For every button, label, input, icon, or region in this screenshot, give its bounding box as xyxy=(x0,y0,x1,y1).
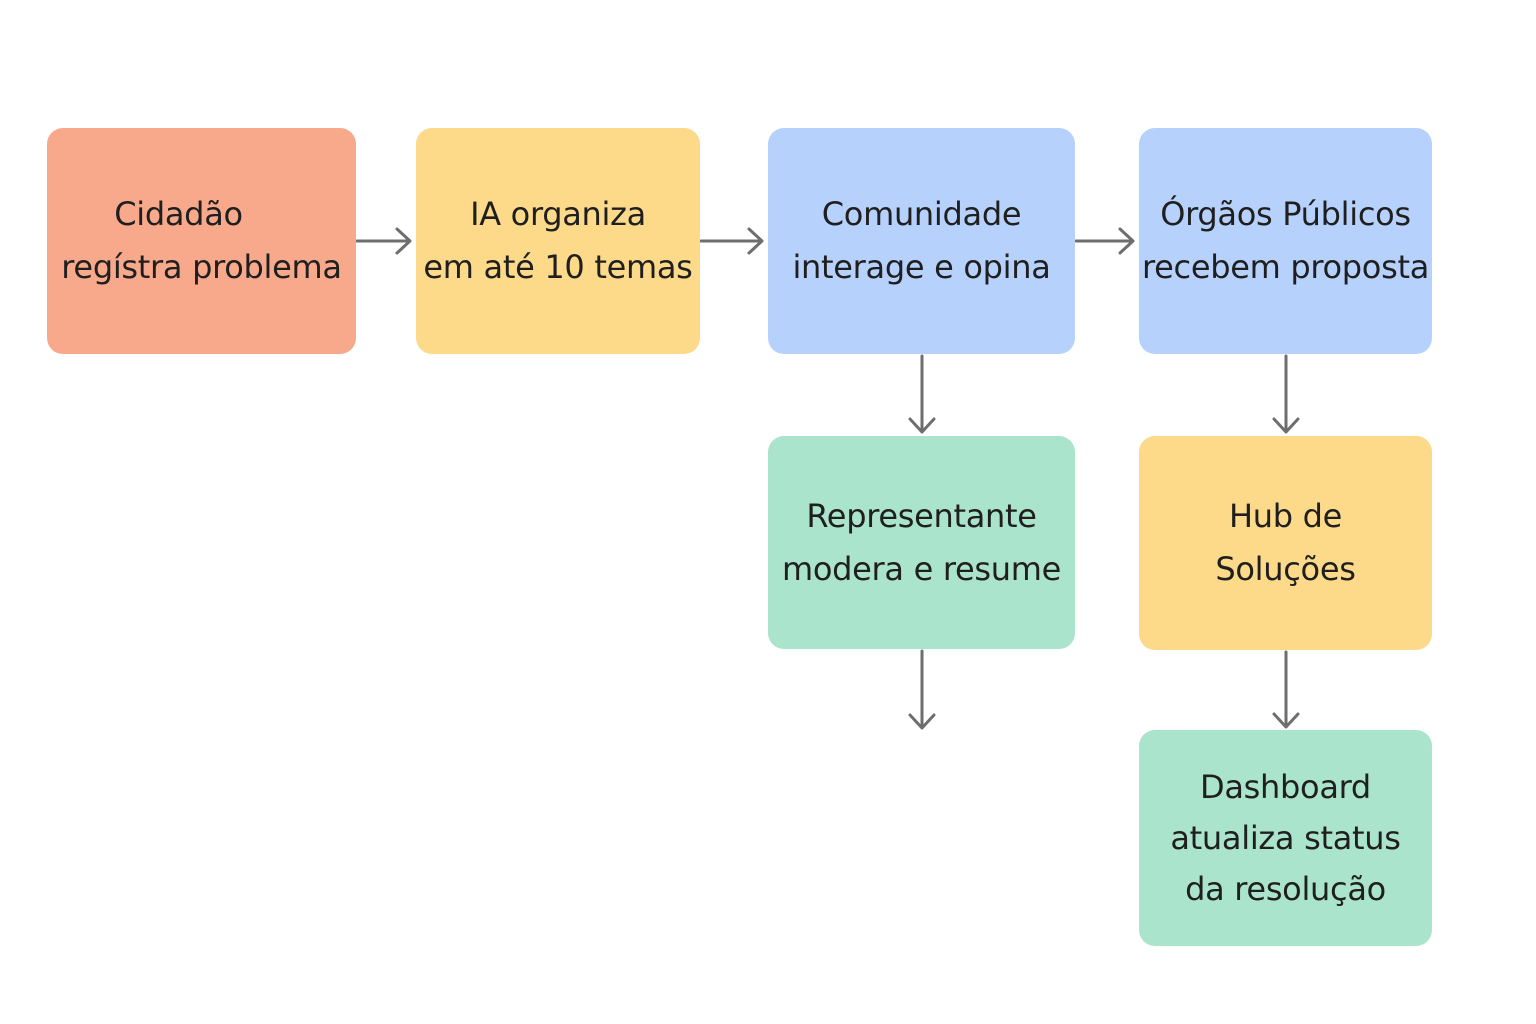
arrow-agencies-to-hub xyxy=(1272,354,1300,434)
node-label-line: Cidadão xyxy=(114,195,243,233)
node-label-line: da resolução xyxy=(1185,869,1386,908)
node-label-line: Hub de xyxy=(1228,497,1343,535)
node-dashboard-updates-status: Dashboard atualiza status da resolução xyxy=(1139,730,1432,946)
node-label-line: Órgãos Públicos xyxy=(1160,195,1411,233)
arrow-community-to-agencies xyxy=(1074,227,1135,255)
node-label-line: modera e resume xyxy=(781,549,1061,588)
node-ai-organizes-themes: IA organiza em até 10 temas xyxy=(416,128,700,354)
node-label-line: Comunidade xyxy=(821,195,1022,233)
node-label-line: Dashboard xyxy=(1200,767,1371,806)
node-community-interacts: Comunidade interage e opina xyxy=(768,128,1075,354)
node-label-line: recebem proposta xyxy=(1141,248,1430,286)
arrow-community-to-rep xyxy=(908,354,936,434)
node-label-line: interage e opina xyxy=(792,248,1051,286)
node-label-line: Representante xyxy=(806,496,1037,535)
arrow-hub-to-dashboard xyxy=(1272,650,1300,729)
node-label-line: regístra problema xyxy=(61,248,342,286)
node-public-agencies-receive: Órgãos Públicos recebem proposta xyxy=(1139,128,1432,354)
arrow-citizen-to-ai xyxy=(355,227,412,255)
node-representative-moderates: Representante modera e resume xyxy=(768,436,1075,649)
arrow-rep-down xyxy=(908,649,936,730)
node-label-line: em até 10 temas xyxy=(423,248,693,286)
node-citizen-registers-problem: Cidadão regístra problema xyxy=(47,128,356,354)
node-label-line: atualiza status xyxy=(1170,818,1401,857)
node-label-line: Soluções xyxy=(1215,550,1356,588)
node-label-line: IA organiza xyxy=(470,195,646,233)
arrow-ai-to-community xyxy=(699,227,764,255)
node-solutions-hub: Hub de Soluções xyxy=(1139,436,1432,650)
